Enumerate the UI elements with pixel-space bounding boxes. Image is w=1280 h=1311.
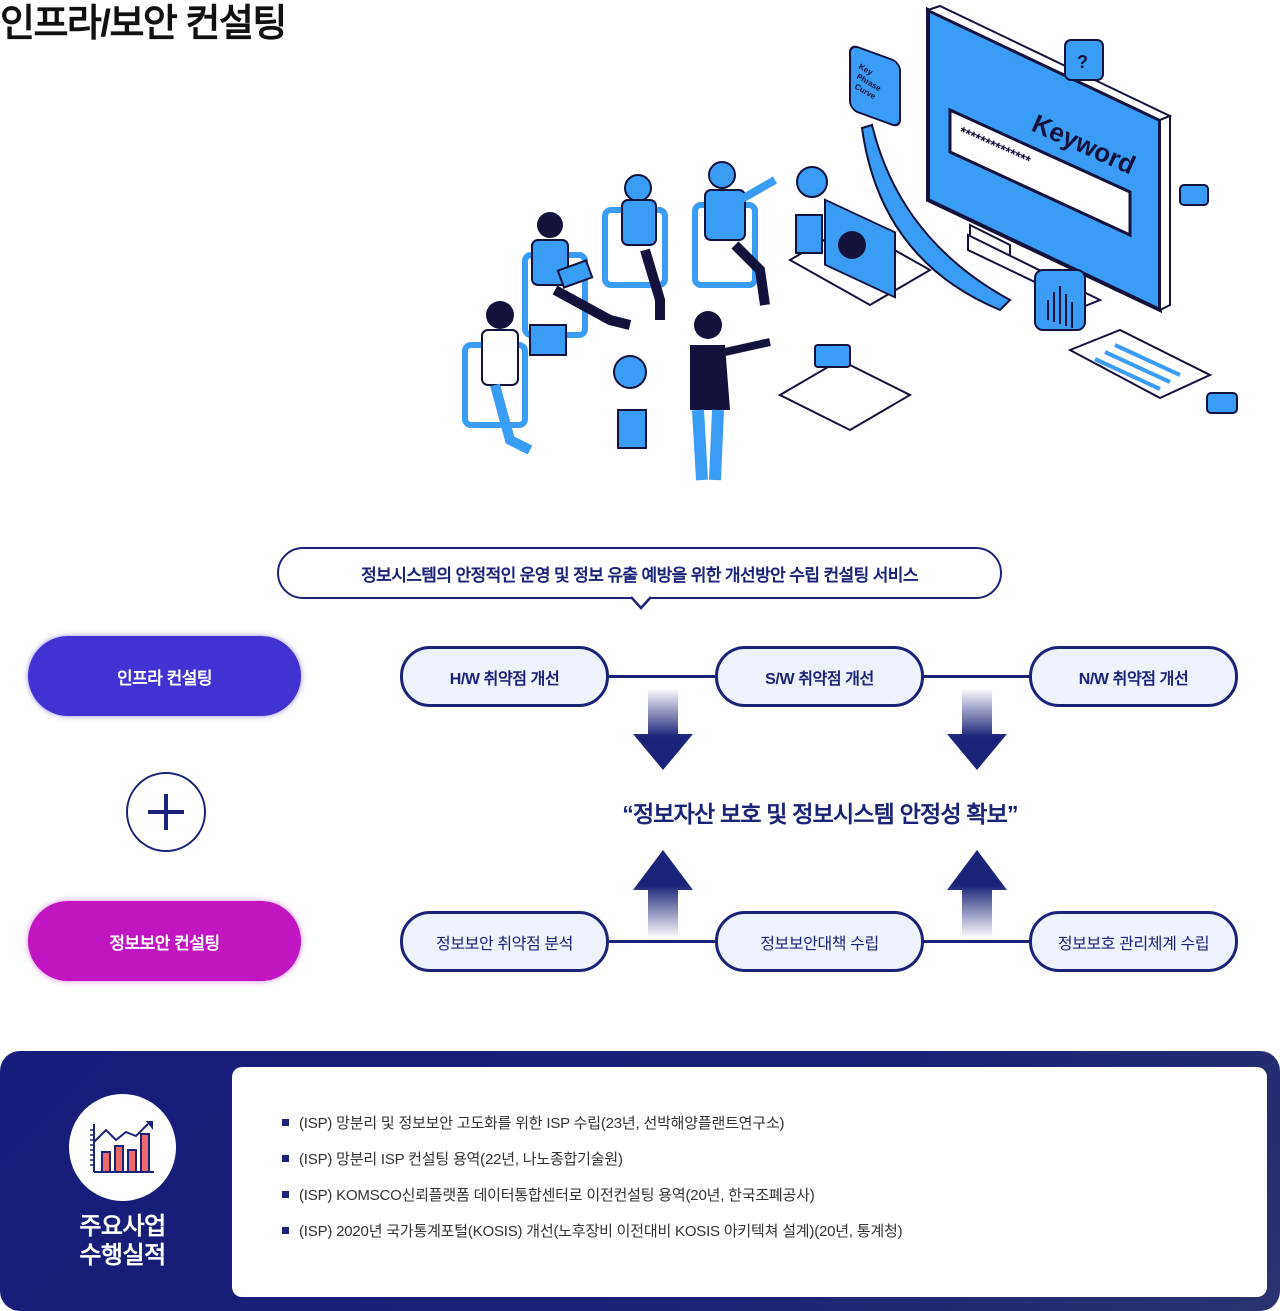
monitor-icon: Keyword **************	[925, 4, 1173, 314]
plus-icon	[126, 772, 206, 852]
achievement-item: (ISP) 망분리 및 정보보안 고도화를 위한 ISP 수립(23년, 선박해…	[282, 1104, 902, 1140]
security-consulting-pill: 정보보안 컨설팅	[28, 901, 301, 981]
achievement-text: (ISP) 2020년 국가통계포털(KOSIS) 개선(노후장비 이전대비 K…	[299, 1222, 903, 1240]
person-seated-icon	[462, 301, 533, 455]
isometric-consulting-illustration: Keyword ************** Key Phrase Curve …	[462, 4, 1238, 481]
achievements-card	[232, 1067, 1267, 1297]
arrow-down-icon	[947, 688, 1007, 770]
achievement-item: (ISP) 망분리 ISP 컨설팅 용역(22년, 나노종합기술원)	[282, 1140, 902, 1176]
plant-icon	[613, 355, 647, 449]
infra-consulting-label: 인프라 컨설팅	[116, 668, 213, 688]
achievement-text: (ISP) KOMSCO신뢰플랫폼 데이터통합센터로 이전컨설팅 용역(20년,…	[299, 1186, 815, 1204]
connector-line	[922, 675, 1031, 678]
arrow-down-icon	[633, 688, 693, 770]
svg-text:?: ?	[1077, 52, 1088, 72]
flow-node-label: S/W 취약점 개선	[765, 670, 874, 688]
bullet-square-icon	[282, 1190, 289, 1198]
person-standing-presenter-icon	[690, 311, 771, 481]
page-title: 인프라/보안 컨설팅	[0, 3, 287, 45]
list-card-icon	[1067, 328, 1213, 400]
flow-node-isms: 정보보호 관리체계 수립	[1029, 911, 1238, 972]
key-phrase-bubble-icon: Key Phrase Curve	[849, 45, 901, 127]
cube-icon	[1179, 184, 1209, 206]
achievement-text: (ISP) 망분리 및 정보보안 고도화를 위한 ISP 수립(23년, 선박해…	[299, 1114, 785, 1132]
achievements-icon-badge	[69, 1094, 176, 1201]
bullet-square-icon	[282, 1154, 289, 1162]
achievements-title: 주요사업 수행실적	[40, 1212, 205, 1270]
bullet-square-icon	[282, 1226, 289, 1234]
connector-line	[607, 675, 717, 678]
flow-node-nw: N/W 취약점 개선	[1029, 646, 1238, 707]
desk-with-monitor-icon	[787, 198, 933, 307]
result-statement: “정보자산 보호 및 정보시스템 안정성 확보”	[622, 801, 1018, 827]
people-meeting-group	[462, 161, 777, 481]
flow-node-countermeasure: 정보보안대책 수립	[715, 911, 924, 972]
arrow-up-icon	[633, 850, 693, 938]
coffee-table-icon	[777, 344, 913, 432]
curve-ramp-icon	[860, 123, 1012, 312]
achievements-list: (ISP) 망분리 및 정보보안 고도화를 위한 ISP 수립(23년, 선박해…	[282, 1104, 903, 1248]
arrow-up-icon	[947, 850, 1007, 938]
achievements-title-line: 주요사업	[79, 1213, 166, 1240]
bullet-square-icon	[282, 1118, 289, 1126]
infra-consulting-pill: 인프라 컨설팅	[28, 636, 301, 716]
security-consulting-label: 정보보안 컨설팅	[109, 933, 220, 953]
achievement-item: (ISP) KOMSCO신뢰플랫폼 데이터통합센터로 이전컨설팅 용역(20년,…	[282, 1176, 902, 1212]
service-summary-text: 정보시스템의 안정적인 운영 및 정보 유출 예방을 위한 개선방안 수립 컨설…	[361, 565, 918, 585]
flow-node-vuln-analysis: 정보보안 취약점 분석	[400, 911, 609, 972]
sound-wave-bubble-icon	[1034, 269, 1086, 331]
flow-node-label: 정보보안 취약점 분석	[436, 935, 573, 953]
service-summary-bubble: 정보시스템의 안정적인 운영 및 정보 유출 예방을 위한 개선방안 수립 컨설…	[277, 547, 1002, 599]
connector-line	[922, 940, 1031, 943]
person-seated-icon	[692, 161, 777, 306]
question-bubble-icon: ?	[1064, 39, 1104, 81]
flow-node-label: H/W 취약점 개선	[449, 670, 560, 688]
box-icon	[529, 324, 567, 356]
flow-node-sw: S/W 취약점 개선	[715, 646, 924, 707]
flow-node-label: N/W 취약점 개선	[1078, 670, 1189, 688]
flow-node-hw: H/W 취약점 개선	[400, 646, 609, 707]
achievement-item: (ISP) 2020년 국가통계포털(KOSIS) 개선(노후장비 이전대비 K…	[282, 1212, 903, 1248]
person-seated-icon	[522, 212, 632, 338]
flow-node-label: 정보보호 관리체계 수립	[1057, 935, 1210, 953]
bubble-tail	[631, 596, 651, 610]
person-seated-icon	[602, 174, 668, 320]
achievement-text: (ISP) 망분리 ISP 컨설팅 용역(22년, 나노종합기술원)	[299, 1150, 623, 1168]
flow-node-label: 정보보안대책 수립	[760, 935, 879, 953]
achievements-title-line: 수행실적	[79, 1242, 166, 1269]
cube-icon	[1206, 392, 1238, 414]
growth-chart-icon	[89, 1120, 154, 1173]
plant-icon	[795, 166, 828, 254]
connector-line	[607, 940, 717, 943]
